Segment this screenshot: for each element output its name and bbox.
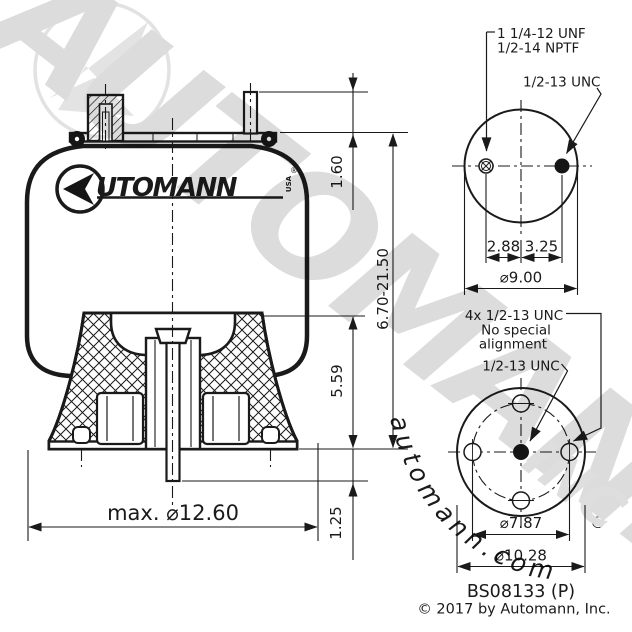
air-port-cross bbox=[481, 161, 491, 171]
label-corner-studs-thread: 4x 1/2-13 UNC bbox=[465, 308, 563, 324]
top-view bbox=[452, 31, 602, 295]
plate-bead-right-hole bbox=[266, 136, 272, 142]
bumper-stud-right bbox=[261, 426, 280, 444]
center-stud-dot bbox=[513, 444, 529, 460]
automann-logo-text: UTOMANN bbox=[96, 173, 238, 203]
label-mount-stud-thread: 1/2-13 UNC bbox=[523, 75, 600, 91]
dim-text-bolt-circle: ⌀7.87 bbox=[500, 514, 542, 532]
corner-studs-leader bbox=[566, 312, 602, 442]
label-air-port-thread-2: 1/2-14 NPTF bbox=[497, 41, 579, 57]
bottom-view bbox=[448, 312, 602, 573]
piston-pocket-right bbox=[201, 391, 251, 446]
dim-text-max-diameter: max. ⌀12.60 bbox=[107, 501, 239, 525]
stud-leader-line bbox=[565, 87, 602, 155]
side-view-dimensions bbox=[27, 73, 408, 560]
center-stud-leader bbox=[529, 363, 569, 442]
label-alignment-note-2: alignment bbox=[479, 337, 547, 353]
dim-text-stud-offset: 3.25 bbox=[525, 238, 558, 256]
dim-text-port-offset: 2.88 bbox=[487, 238, 520, 256]
drawing-text: UTOMANN USA ® 1.60 6.70-21.50 5.59 1.25 … bbox=[96, 26, 611, 618]
piston-pocket-left bbox=[95, 391, 145, 446]
copyright: © 2017 by Automann, Inc. bbox=[417, 602, 610, 618]
plate-bead-left-hole bbox=[74, 136, 80, 142]
dim-text-plate-diameter: ⌀9.00 bbox=[500, 269, 542, 287]
part-number: BS08133 (P) bbox=[467, 582, 575, 602]
label-center-stud-thread: 1/2-13 UNC bbox=[482, 359, 559, 375]
automann-logo-reg: ® bbox=[290, 166, 298, 175]
automann-logo-arrow-icon bbox=[63, 173, 94, 205]
label-air-port-thread-1: 1 1/4-12 UNF bbox=[497, 26, 586, 42]
automann-logo-usa: USA bbox=[285, 175, 293, 192]
dim-text-piston-diameter: ⌀10.28 bbox=[495, 547, 547, 565]
dim-text-overall-height: 6.70-21.50 bbox=[374, 248, 392, 330]
label-alignment-note-1: No special bbox=[481, 323, 551, 339]
bumper-stud-left bbox=[72, 426, 91, 444]
dim-text-collapsed: 5.59 bbox=[328, 364, 346, 397]
dim-text-bottom-stud: 1.25 bbox=[327, 506, 345, 539]
air-port-marker-inner bbox=[481, 161, 491, 171]
stud-marker-dot bbox=[554, 158, 570, 174]
dim-text-top-stud: 1.60 bbox=[328, 155, 346, 188]
side-view bbox=[24, 83, 310, 508]
